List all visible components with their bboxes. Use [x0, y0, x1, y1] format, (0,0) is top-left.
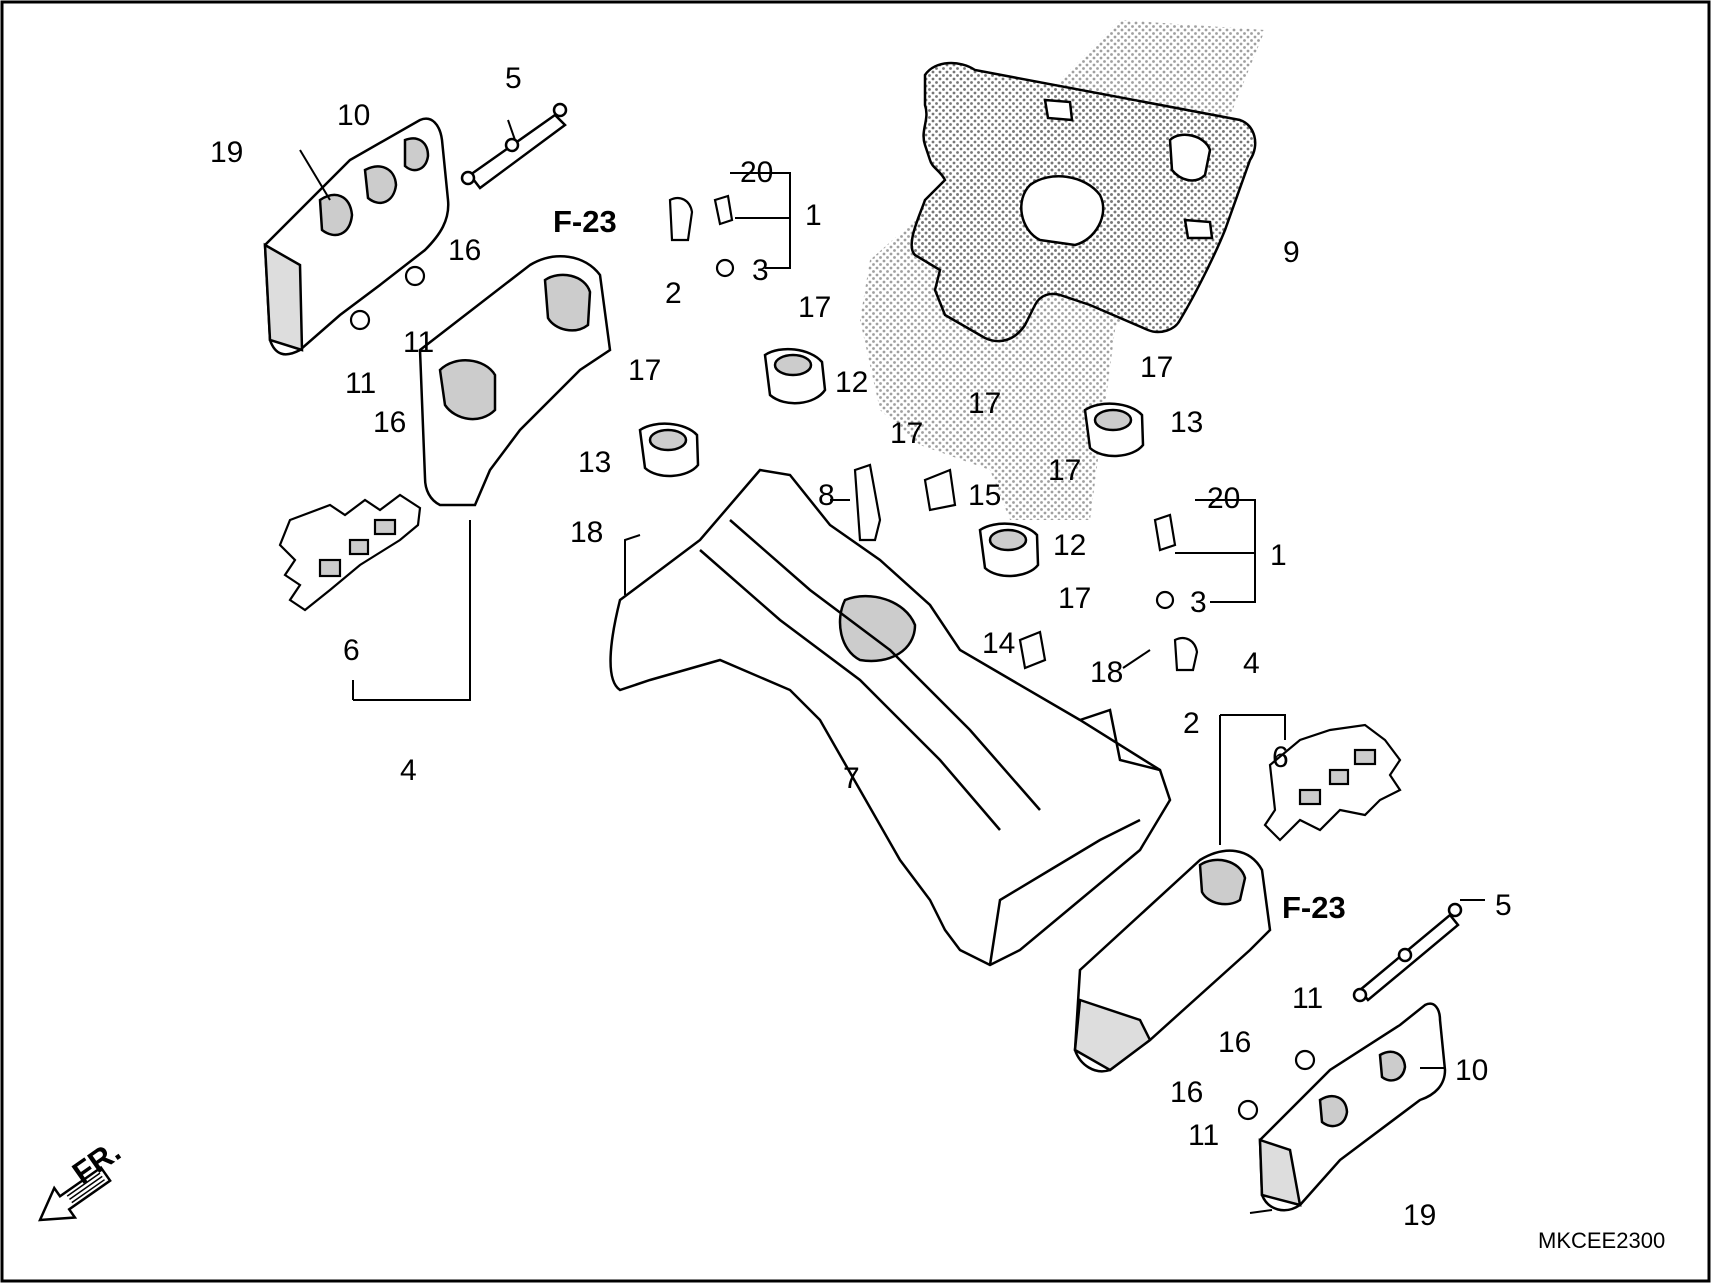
callout-4: 4	[1243, 647, 1260, 680]
front-arrow-icon	[38, 1165, 112, 1222]
manifold-cover-left-part-4	[418, 255, 612, 507]
heat-guard-left-part-10	[263, 117, 450, 356]
callout-16: 16	[1170, 1076, 1203, 1109]
fuel-rail-left-part-5	[460, 102, 568, 190]
callout-2: 2	[665, 277, 682, 310]
callout-13: 13	[578, 446, 611, 479]
callout-5: 5	[1495, 889, 1512, 922]
callout-19: 19	[1403, 1199, 1436, 1232]
insulator-parts	[638, 347, 1145, 578]
callout-11: 11	[403, 326, 434, 359]
callout-15: 15	[968, 479, 1001, 512]
callout-5: 5	[505, 62, 522, 95]
leader-lines	[299, 119, 1485, 1214]
callout-16: 16	[1218, 1026, 1251, 1059]
callout-7: 7	[843, 762, 860, 795]
callout-12: 12	[1053, 529, 1086, 562]
callout-2: 2	[1183, 707, 1200, 740]
callout-11: 11	[345, 367, 376, 400]
manifold-cover-right-part-4	[1073, 849, 1272, 1073]
callout-10: 10	[337, 99, 370, 132]
gasket-left-part-6	[278, 493, 422, 612]
manifold-body-part-7	[609, 468, 1172, 967]
callout-labels: 1 1 2 2 3 3 4 4 5 5 6 6 7 8 9 10 10 11 1…	[210, 62, 1512, 1232]
callout-1: 1	[805, 199, 822, 232]
callout-10: 10	[1455, 1054, 1488, 1087]
callout-12: 12	[835, 366, 868, 399]
callout-13: 13	[1170, 406, 1203, 439]
callout-17: 17	[1048, 454, 1081, 487]
callout-9: 9	[1283, 236, 1300, 269]
front-label: FR.	[66, 1133, 127, 1190]
reference-f23: F-23	[553, 204, 617, 239]
shield-plate-part-9	[910, 61, 1257, 343]
fuel-rail-right-part-5	[1352, 902, 1463, 1003]
small-parts	[349, 194, 1316, 1121]
callout-3: 3	[752, 254, 769, 287]
callout-17: 17	[1140, 351, 1173, 384]
gasket-right-part-6	[1263, 723, 1402, 842]
callout-8: 8	[818, 479, 835, 512]
callout-16: 16	[448, 234, 481, 267]
callout-1: 1	[1270, 539, 1287, 572]
callout-17: 17	[890, 417, 923, 450]
callout-11: 11	[1292, 982, 1323, 1015]
callout-6: 6	[1272, 741, 1289, 774]
callout-11: 11	[1188, 1119, 1219, 1152]
callout-18: 18	[570, 516, 603, 549]
callout-17: 17	[968, 387, 1001, 420]
callout-20: 20	[1207, 482, 1240, 515]
callout-14: 14	[982, 627, 1015, 660]
callout-3: 3	[1190, 586, 1207, 619]
reference-f23: F-23	[1282, 890, 1346, 925]
callout-17: 17	[628, 354, 661, 387]
callout-6: 6	[343, 634, 360, 667]
callout-4: 4	[400, 754, 417, 787]
callout-18: 18	[1090, 656, 1123, 689]
callout-20: 20	[740, 156, 773, 189]
heat-guard-right-part-10	[1258, 1002, 1447, 1212]
callout-19: 19	[210, 136, 243, 169]
diagram-code: MKCEE2300	[1538, 1228, 1665, 1253]
callout-17: 17	[798, 291, 831, 324]
callout-16: 16	[373, 406, 406, 439]
callout-17: 17	[1058, 582, 1091, 615]
